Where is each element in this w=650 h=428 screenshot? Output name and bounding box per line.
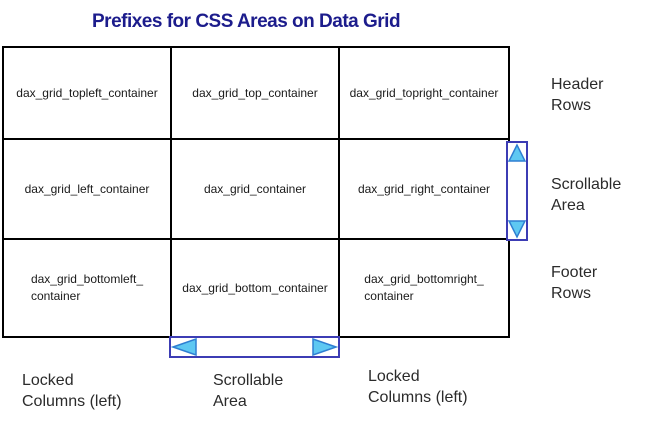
grid-cell-label: dax_grid_bottomright_ container [364,272,484,303]
grid-cell-center: dax_grid_container [172,140,340,240]
grid-cell-top: dax_grid_top_container [172,48,340,140]
grid-cell-bottomright: dax_grid_bottomright_ container [340,240,508,336]
grid-cell-topleft: dax_grid_topleft_container [4,48,172,140]
grid-cell-label: dax_grid_topleft_container [16,85,158,100]
grid-cell-bottomleft: dax_grid_bottomleft_ container [4,240,172,336]
horizontal-scrollbar [169,336,340,358]
label-locked-columns-right: Locked Columns (left) [368,368,468,406]
grid-cell-label: dax_grid_right_container [357,181,491,196]
grid-cell-left: dax_grid_left_container [4,140,172,240]
scroll-right-arrow-icon [312,338,338,356]
grid-cell-right: dax_grid_right_container [340,140,508,240]
label-scrollable-area-right: Scrollable Area [551,176,622,214]
scroll-left-arrow-icon [171,338,197,356]
scroll-up-arrow-icon [508,143,526,162]
grid-cell-label: dax_grid_top_container [192,85,318,100]
grid-cell-bottom: dax_grid_bottom_container [172,240,340,336]
grid-cell-label: dax_grid_topright_container [349,85,499,100]
label-footer-rows: Footer Rows [551,264,598,302]
label-scrollable-area-bottom: Scrollable Area [213,372,284,410]
scroll-down-arrow-icon [508,220,526,239]
label-header-rows: Header Rows [551,76,604,114]
grid-cell-label: dax_grid_left_container [24,181,150,196]
grid-cell-label: dax_grid_bottomleft_ container [30,272,144,303]
grid-cell-label: dax_grid_bottom_container [182,280,328,295]
grid-cell-label: dax_grid_container [203,181,307,196]
data-grid-diagram: dax_grid_topleft_container dax_grid_top_… [2,46,510,338]
vertical-scrollbar [506,141,528,241]
diagram-title: Prefixes for CSS Areas on Data Grid [92,11,401,32]
grid-cell-topright: dax_grid_topright_container [340,48,508,140]
label-locked-columns-left: Locked Columns (left) [22,372,122,410]
